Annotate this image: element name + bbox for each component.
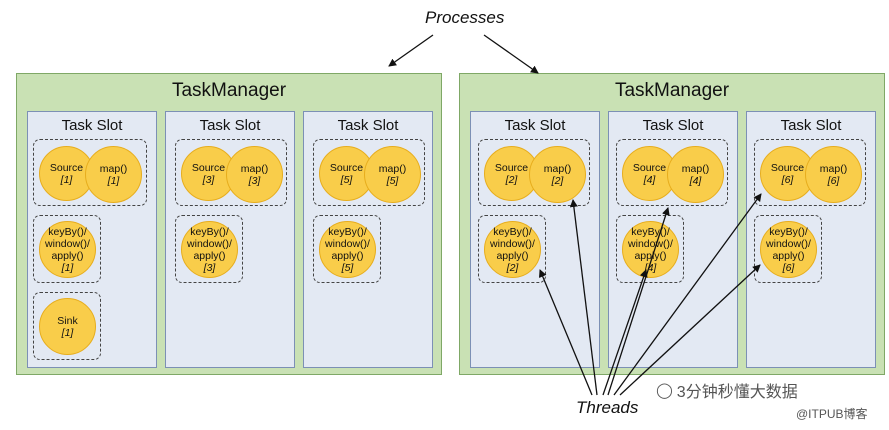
task-slot-title: Task Slot (504, 117, 566, 134)
operator-index: [3] (203, 261, 216, 274)
operator-label: keyBy()/ window()/ apply() (490, 225, 535, 262)
watermark: ◯ 3分钟秒懂大数据 (656, 378, 798, 402)
operator-keyby-window-apply: keyBy()/ window()/ apply() [3] (181, 221, 238, 278)
thread-arrow-2 (569, 199, 598, 396)
operator-label: Source (49, 161, 84, 174)
operator-index: [4] (689, 174, 702, 187)
operator-label: keyBy()/ window()/ apply() (45, 225, 90, 262)
operator-index: [1] (60, 173, 73, 186)
taskmanager-title: TaskManager (171, 80, 287, 101)
operator-index: [4] (644, 261, 657, 274)
operator-map: map() [4] (667, 146, 724, 203)
operator-label: map() (681, 162, 710, 175)
wechat-icon: ◯ (656, 382, 673, 399)
operator-label: keyBy()/ window()/ apply() (325, 225, 370, 262)
operator-map: map() [6] (805, 146, 862, 203)
operator-index: [6] (781, 173, 794, 186)
operator-keyby-window-apply: keyBy()/ window()/ apply() [2] (484, 221, 541, 278)
watermark-sub: @ITPUB博客 (796, 407, 868, 421)
operator-keyby-window-apply: keyBy()/ window()/ apply() [5] (319, 221, 376, 278)
process-arrow-2 (483, 34, 539, 74)
operator-index: [2] (551, 174, 564, 187)
thread-arrow-1 (538, 269, 593, 396)
threads-label: Threads (576, 398, 639, 417)
source-map-chain: Source [6] map() [6] (754, 139, 866, 206)
operator-index: [6] (827, 174, 840, 187)
source-map-chain: Source [5] map() [5] (313, 139, 425, 206)
operator-index: [1] (61, 261, 74, 274)
operator-label: keyBy()/ window()/ apply() (628, 225, 673, 262)
operator-label: keyBy()/ window()/ apply() (187, 225, 232, 262)
operator-label: Source (329, 161, 364, 174)
keyby-group: keyBy()/ window()/ apply() [5] (313, 215, 381, 283)
processes-label: Processes (425, 8, 505, 27)
operator-index: [5] (341, 261, 354, 274)
keyby-group: keyBy()/ window()/ apply() [3] (175, 215, 243, 283)
thread-arrow-3 (602, 269, 648, 396)
source-map-chain: Source [1] map() [1] (33, 139, 147, 206)
operator-keyby-window-apply: keyBy()/ window()/ apply() [6] (760, 221, 817, 278)
source-map-chain: Source [3] map() [3] (175, 139, 287, 206)
operator-label: map() (99, 162, 128, 175)
taskmanager-2: TaskManager Task Slot Source [2] map() [… (459, 73, 885, 375)
operator-keyby-window-apply: keyBy()/ window()/ apply() [4] (622, 221, 679, 278)
operator-index: [3] (248, 174, 261, 187)
operator-label: Source (494, 161, 529, 174)
operator-label: map() (378, 162, 407, 175)
operator-index: [3] (202, 173, 215, 186)
operator-map: map() [2] (529, 146, 586, 203)
keyby-group: keyBy()/ window()/ apply() [2] (478, 215, 546, 283)
operator-label: map() (543, 162, 572, 175)
task-slot-title: Task Slot (61, 117, 123, 134)
task-slot-title: Task Slot (337, 117, 399, 134)
operator-label: map() (240, 162, 269, 175)
task-slot-4: Task Slot Source [2] map() [2] keyBy()/ … (470, 111, 600, 368)
operator-label: Sink (57, 314, 78, 327)
task-slot-2: Task Slot Source [3] map() [3] keyBy()/ … (165, 111, 295, 368)
operator-keyby-window-apply: keyBy()/ window()/ apply() [1] (39, 221, 96, 278)
keyby-group: keyBy()/ window()/ apply() [1] (33, 215, 101, 283)
task-slot-6: Task Slot Source [6] map() [6] keyBy()/ … (746, 111, 876, 368)
operator-map: map() [1] (85, 146, 142, 203)
task-slot-title: Task Slot (642, 117, 704, 134)
sink-group: Sink [1] (33, 292, 101, 360)
task-slot-title: Task Slot (780, 117, 842, 134)
task-slot-title: Task Slot (199, 117, 261, 134)
operator-index: [5] (340, 173, 353, 186)
taskmanager-1: TaskManager Task Slot Source [1] map() [… (16, 73, 442, 375)
operator-label: Source (632, 161, 667, 174)
operator-map: map() [5] (364, 146, 421, 203)
task-slot-3: Task Slot Source [5] map() [5] keyBy()/ … (303, 111, 433, 368)
operator-index: [1] (107, 174, 120, 187)
keyby-group: keyBy()/ window()/ apply() [6] (754, 215, 822, 283)
operator-label: map() (819, 162, 848, 175)
watermark-text: 3分钟秒懂大数据 (676, 384, 798, 401)
task-slot-5: Task Slot Source [4] map() [4] keyBy()/ … (608, 111, 738, 368)
operator-map: map() [3] (226, 146, 283, 203)
process-arrow-1 (388, 34, 434, 67)
operator-sink: Sink [1] (39, 298, 96, 355)
operator-source: Source [5] (319, 146, 374, 201)
thread-arrow-5 (613, 193, 762, 396)
operator-index: [5] (386, 174, 399, 187)
keyby-group: keyBy()/ window()/ apply() [4] (616, 215, 684, 283)
thread-arrow-4 (607, 207, 670, 396)
source-map-chain: Source [2] map() [2] (478, 139, 590, 206)
task-slot-1: Task Slot Source [1] map() [1] keyBy()/ … (27, 111, 157, 368)
operator-label: Source (191, 161, 226, 174)
source-map-chain: Source [4] map() [4] (616, 139, 728, 206)
taskmanager-title: TaskManager (614, 80, 730, 101)
operator-label: Source (770, 161, 805, 174)
operator-index: [4] (643, 173, 656, 186)
operator-index: [2] (505, 173, 518, 186)
operator-index: [1] (61, 326, 74, 339)
thread-arrow-6 (619, 264, 761, 396)
operator-index: [2] (506, 261, 519, 274)
operator-source: Source [1] (39, 146, 94, 201)
operator-index: [6] (782, 261, 795, 274)
operator-label: keyBy()/ window()/ apply() (766, 225, 811, 262)
